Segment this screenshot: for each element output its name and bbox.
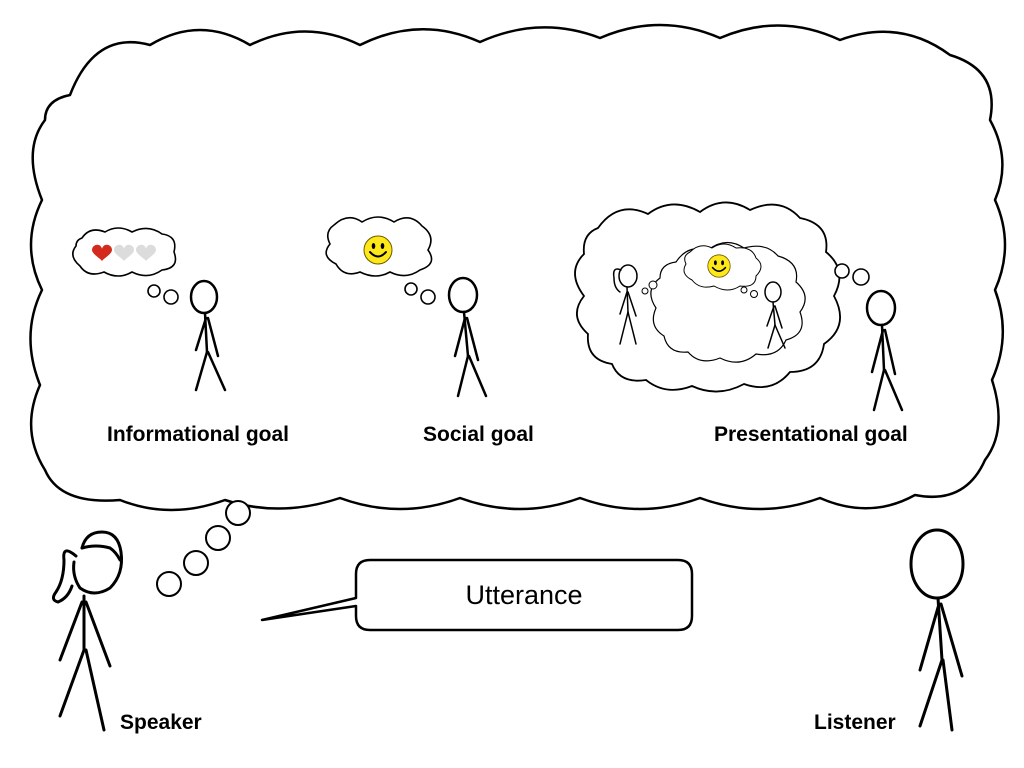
thought-dot-4: [225, 500, 251, 526]
informational-goal-label: Informational goal: [107, 423, 290, 446]
speaker-figure: [51, 530, 123, 732]
listener-label: Listener: [814, 711, 896, 734]
speaker-label: Speaker: [120, 711, 202, 734]
social-figure: [447, 276, 488, 398]
thought-dot-1: [156, 571, 182, 597]
smiley-icon: [706, 254, 732, 279]
presentational-goal-label: Presentational goal: [714, 423, 908, 446]
presentational-figure: [865, 289, 904, 412]
informational-figure: [189, 279, 227, 392]
social-goal-label: Social goal: [423, 423, 534, 446]
big-thought-cloud: [29, 23, 1007, 512]
inner-listener-figure: [764, 281, 786, 349]
utterance-bubble: [260, 558, 694, 632]
thought-dot-3: [205, 525, 231, 551]
listener-figure: [909, 528, 965, 732]
thought-dot-2: [183, 550, 209, 576]
utterance-text: Utterance: [465, 579, 583, 610]
smiley-icon: [363, 235, 393, 265]
inner-speaker-figure: [612, 264, 638, 345]
